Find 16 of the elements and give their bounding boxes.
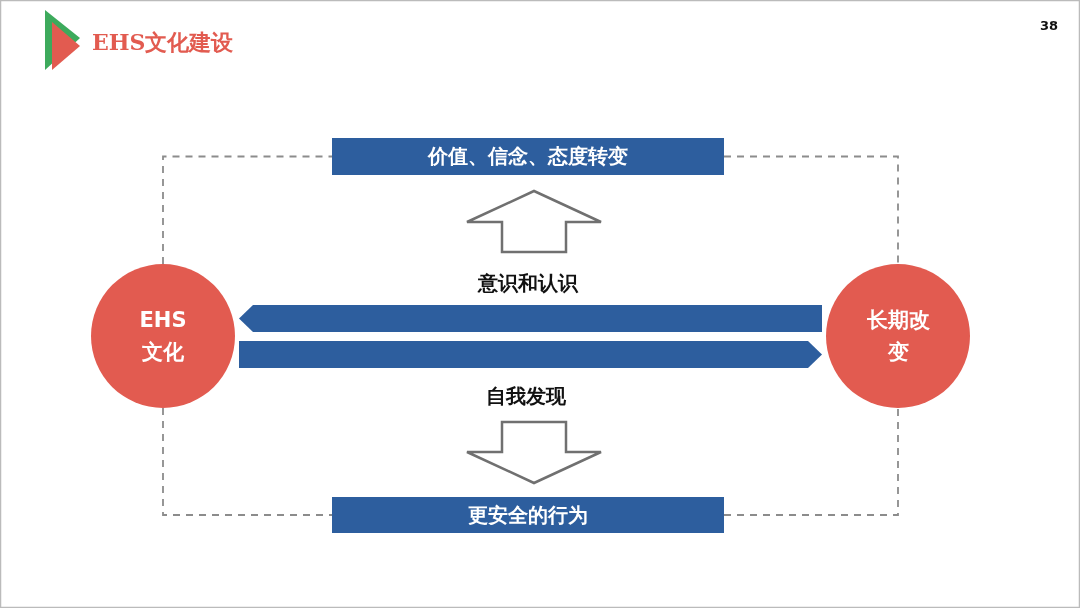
circle: 长期改变 — [826, 264, 970, 408]
banner-box: 价值、信念、态度转变 — [332, 138, 724, 175]
circle: EHS 文化 — [91, 264, 235, 408]
dashed-connector — [723, 155, 899, 265]
dashed-connector — [162, 407, 333, 516]
block-arrow — [465, 189, 603, 254]
chevron-arrow — [239, 305, 822, 332]
flow-label: 意识和认识 — [478, 270, 578, 297]
dashed-connector — [162, 155, 333, 265]
chevron-arrow — [239, 341, 822, 368]
slide-title: EHS文化建设 — [92, 28, 234, 57]
page-number: 38 — [1040, 18, 1059, 33]
banner-box: 更安全的行为 — [332, 497, 724, 533]
block-arrow — [465, 420, 603, 485]
flow-label: 自我发现 — [486, 383, 566, 410]
dashed-connector — [723, 407, 899, 516]
